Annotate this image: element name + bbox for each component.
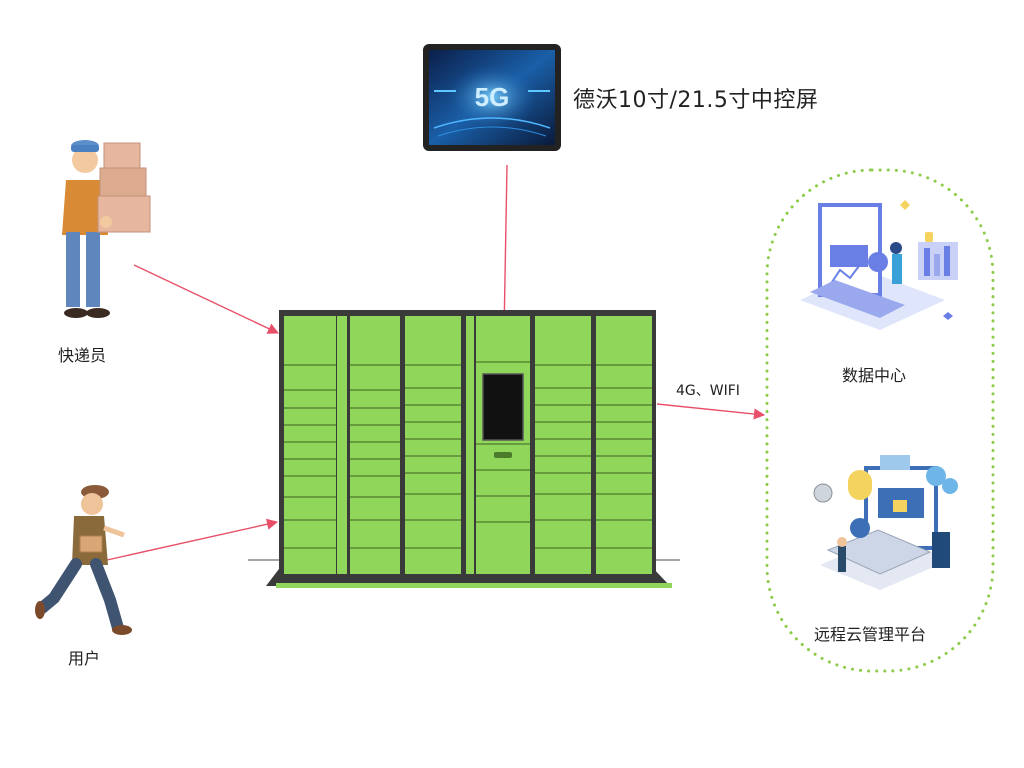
screen-label: 德沃10寸/21.5寸中控屏 xyxy=(573,88,819,113)
locker-column xyxy=(284,316,336,574)
arrow-locker-to-cloud xyxy=(656,403,766,420)
screen-device-icon: 5G xyxy=(423,44,561,151)
screen-badge: 5G xyxy=(475,82,510,112)
courier-label: 快递员 xyxy=(58,346,107,365)
user-label: 用户 xyxy=(68,649,101,668)
locker-column xyxy=(466,316,474,574)
courier-figure-icon xyxy=(62,140,151,318)
locker-touch-screen xyxy=(482,373,524,441)
data-center-illustration-icon xyxy=(800,200,958,330)
cloud-platform-label: 远程云管理平台 xyxy=(814,625,927,644)
locker-column xyxy=(476,316,530,574)
network-label: 4G、WIFI xyxy=(676,383,740,399)
locker-column xyxy=(337,316,347,574)
data-center-label: 数据中心 xyxy=(842,366,907,385)
cloud-platform-illustration-icon xyxy=(813,455,958,590)
locker-column xyxy=(405,316,461,574)
locker-column xyxy=(596,316,652,574)
arrow-user-to-locker xyxy=(106,518,279,561)
locker-scanner xyxy=(494,452,512,458)
locker-cabinet xyxy=(248,310,680,588)
user-figure-icon xyxy=(35,485,132,635)
locker-column xyxy=(535,316,591,574)
cloud-boundary xyxy=(765,168,995,673)
locker-column xyxy=(350,316,400,574)
arrow-courier-to-locker xyxy=(133,264,280,334)
